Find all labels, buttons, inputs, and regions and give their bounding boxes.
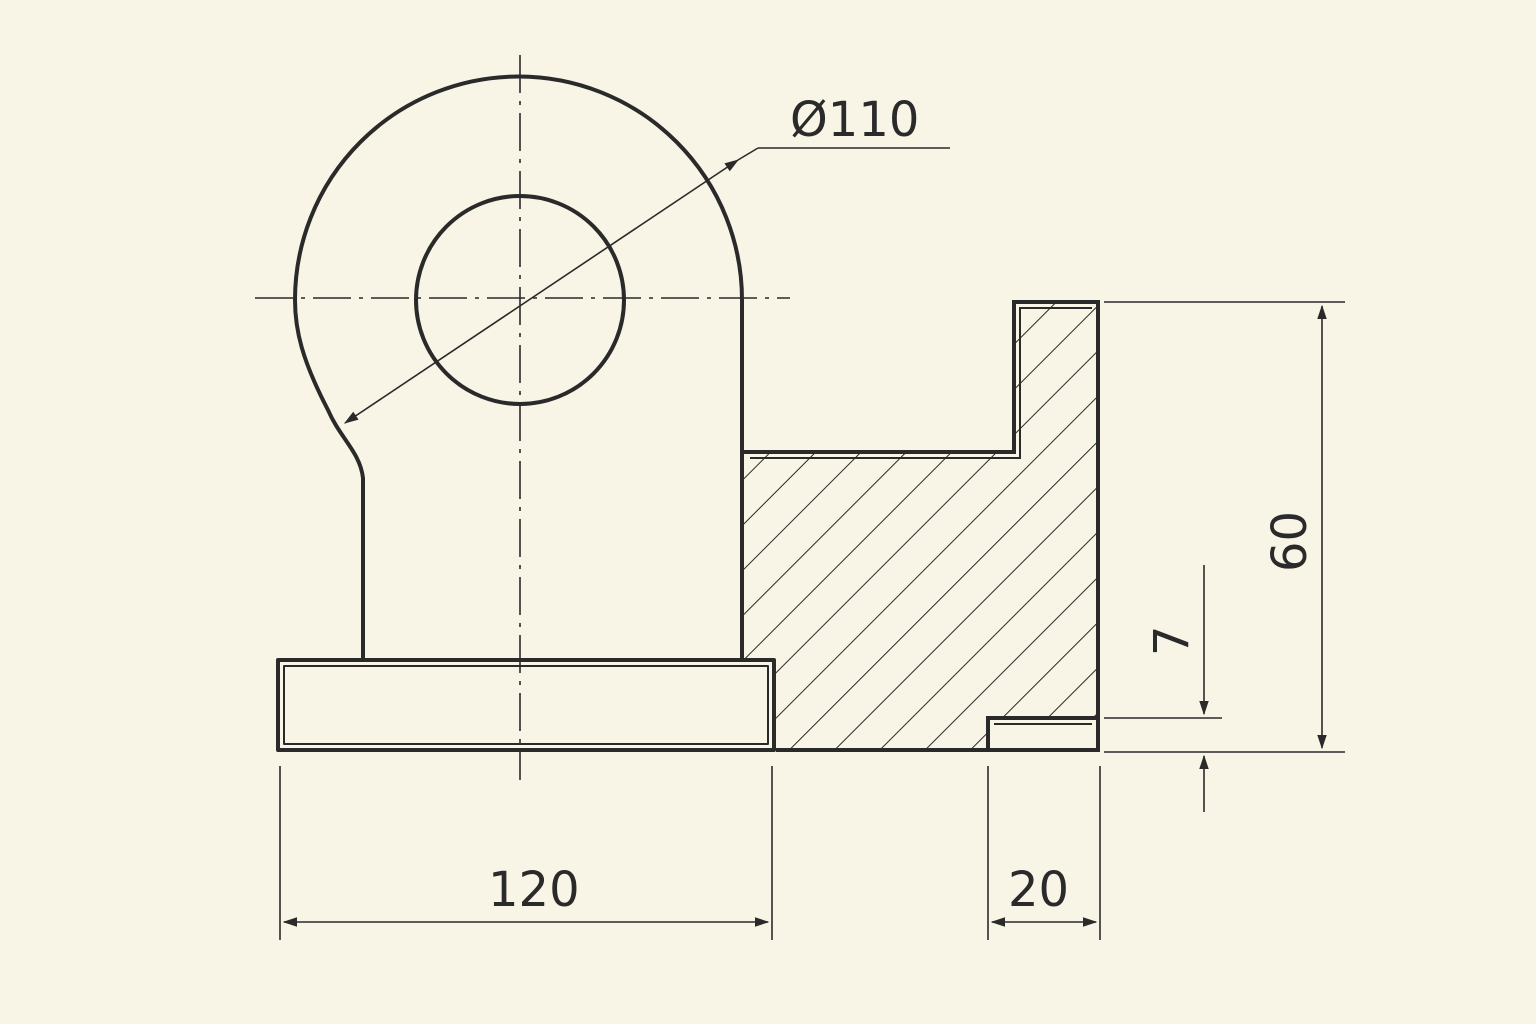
slot-width-label: 20 [1008,862,1069,918]
section-view [744,300,1100,752]
base-plate [276,658,776,752]
diameter-leader [344,147,950,424]
base-plate-inner [283,665,769,745]
base-width-label: 120 [488,862,580,918]
height-label: 60 [1262,511,1318,572]
diameter-label: Ø110 [790,92,919,148]
dimension-lines [279,301,1345,940]
slot-recess [986,716,1100,752]
section-inner-line [750,307,1092,459]
section-hatch [744,302,1098,750]
slot-depth-label: 7 [1144,625,1200,656]
